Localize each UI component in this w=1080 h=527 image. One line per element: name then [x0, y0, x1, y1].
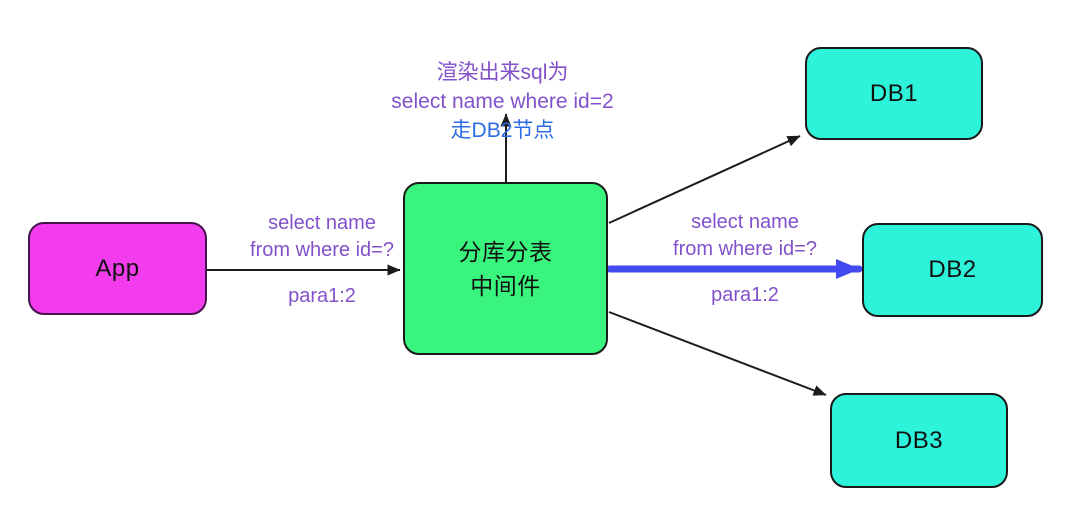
- annotation-line1: 渲染出来sql为: [436, 61, 569, 84]
- annotation-line2: select name where id=2: [391, 90, 614, 113]
- node-app-label: App: [95, 254, 140, 282]
- annotation-line3: 走DB2节点: [450, 119, 555, 142]
- node-middleware: 分库分表 中间件: [403, 182, 608, 355]
- node-db2-label: DB2: [928, 256, 977, 283]
- node-db1-label: DB1: [869, 79, 919, 107]
- node-app: App: [28, 222, 207, 315]
- node-db1: DB1: [805, 47, 983, 140]
- node-db3: DB3: [830, 393, 1008, 488]
- edge-label-app-sql-line2: from where id=?: [250, 239, 394, 261]
- edge-label-db2-param: para1:2: [711, 284, 779, 306]
- edge-label-app-sql: select name from where id=?: [222, 210, 422, 264]
- annotation-rendered-sql: 渲染出来sql为 select name where id=2 走DB2节点: [330, 58, 675, 145]
- node-db3-label: DB3: [894, 426, 944, 454]
- node-middleware-label-line1: 分库分表: [458, 238, 553, 265]
- edge-label-app-sql-line1: select name: [268, 212, 376, 234]
- edge-label-db2-sql: select name from where id=?: [645, 209, 845, 263]
- edge-label-app-param: para1:2: [288, 285, 356, 307]
- edge-middleware-to-db3: [608, 311, 827, 396]
- edge-label-db2-sql-line2: from where id=?: [673, 238, 817, 260]
- edge-middleware-to-db1: [608, 135, 801, 224]
- node-middleware-label-line2: 中间件: [470, 272, 541, 299]
- node-db2: DB2: [862, 223, 1043, 317]
- edge-label-db2-sql-line1: select name: [691, 211, 799, 233]
